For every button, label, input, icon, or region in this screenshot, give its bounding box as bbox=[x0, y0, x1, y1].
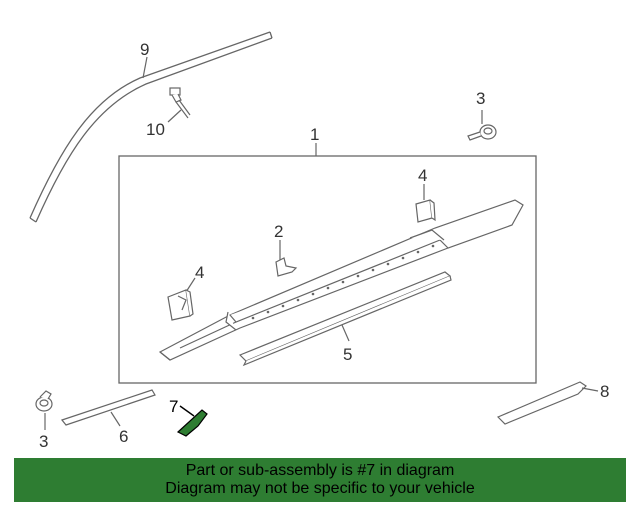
part-8-trim bbox=[496, 381, 587, 425]
callout-9-leader bbox=[142, 56, 148, 79]
callout-6-label: 6 bbox=[119, 427, 128, 446]
part-6-trim bbox=[60, 389, 156, 426]
callout-4-left-leader bbox=[185, 277, 196, 293]
callout-4-left-label: 4 bbox=[195, 263, 204, 282]
callout-10-label: 10 bbox=[146, 120, 165, 139]
part-10-clip bbox=[169, 87, 191, 119]
part-5-strip bbox=[238, 271, 452, 367]
part-7-highlighted bbox=[176, 409, 208, 437]
callout-7-leader bbox=[179, 405, 195, 417]
part-4-clip-left bbox=[167, 289, 194, 321]
banner-line-1: Part or sub-assembly is #7 in diagram bbox=[185, 462, 455, 479]
callout-5-leader bbox=[341, 324, 350, 342]
callout-3-top-label: 3 bbox=[476, 89, 485, 108]
callout-1-label: 1 bbox=[310, 125, 319, 144]
info-banner: Part or sub-assembly is #7 in diagram Di… bbox=[14, 458, 626, 502]
callout-5-label: 5 bbox=[343, 345, 352, 364]
callout-8-label: 8 bbox=[600, 382, 609, 401]
parts-diagram: 9 10 3 1 2 bbox=[29, 31, 609, 451]
callout-4-right-label: 4 bbox=[418, 166, 427, 185]
callout-7-label: 7 bbox=[169, 397, 178, 416]
callout-8-leader bbox=[581, 387, 599, 392]
rocker-molding bbox=[158, 199, 524, 361]
callout-10-leader bbox=[167, 109, 182, 123]
part-3-screw-top bbox=[467, 124, 497, 141]
banner-line-2: Diagram may not be specific to your vehi… bbox=[165, 480, 475, 497]
part-9-molding bbox=[29, 31, 273, 223]
callout-2-label: 2 bbox=[274, 222, 283, 241]
part-3-screw-bottom bbox=[35, 390, 53, 412]
molding-clip-holes bbox=[251, 244, 435, 320]
part-4-clip-right bbox=[415, 199, 436, 223]
callout-6-leader bbox=[110, 411, 121, 427]
callout-3-bottom-label: 3 bbox=[39, 432, 48, 451]
assembly-box bbox=[118, 155, 537, 384]
part-2-clip bbox=[275, 257, 298, 277]
callout-9-label: 9 bbox=[140, 40, 149, 59]
